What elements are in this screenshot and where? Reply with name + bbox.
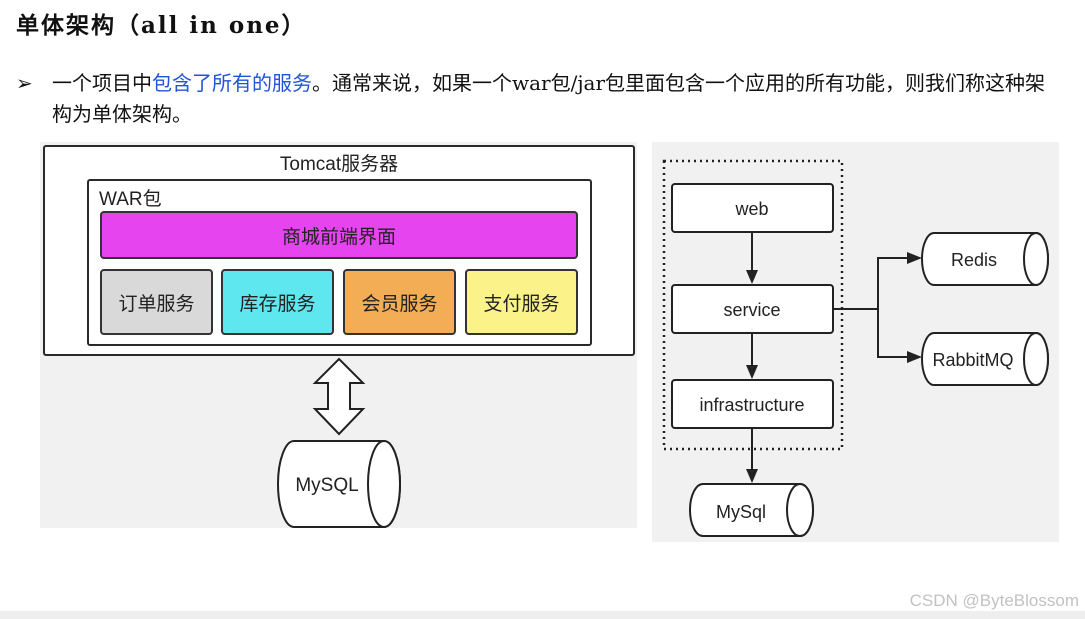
- web-layer-label: web: [734, 199, 768, 219]
- inventory-service-module: 库存服务: [221, 269, 334, 335]
- service-layer-label: service: [723, 300, 780, 320]
- bullet-arrow-icon: ➢: [16, 71, 33, 95]
- left-mysql-label: MySQL: [295, 475, 358, 496]
- infrastructure-layer-label: infrastructure: [699, 395, 804, 415]
- tomcat-server-title: Tomcat服务器: [279, 154, 399, 175]
- intro-text-post: 。通常来说，如果一个war包/jar包里面包含一个应用的所有功能，则我们称这种架…: [52, 71, 1046, 126]
- war-package-title: WAR包: [99, 189, 162, 210]
- redis-cylinder: [921, 232, 1049, 286]
- member-service-module: 会员服务: [343, 269, 456, 335]
- bidirectional-arrow-icon: [312, 357, 366, 436]
- redis-label: Redis: [951, 250, 997, 270]
- intro-text-pre: 一个项目中: [52, 71, 152, 95]
- service-to-rabbitmq-connector: [877, 309, 908, 358]
- service-to-rabbitmq-arrowhead-icon: [907, 351, 922, 363]
- bottom-strip: [0, 611, 1085, 619]
- service-to-redis-arrowhead-icon: [907, 252, 922, 264]
- intro-text-highlight: 包含了所有的服务: [152, 71, 312, 95]
- order-service-module: 订单服务: [100, 269, 213, 335]
- infra-to-mysql-arrowhead-icon: [746, 469, 758, 483]
- rabbitmq-label: RabbitMQ: [932, 350, 1013, 370]
- service-to-infra-arrowhead-icon: [746, 365, 758, 379]
- frontend-module: 商城前端界面: [100, 211, 578, 259]
- payment-service-module: 支付服务: [465, 269, 578, 335]
- watermark: CSDN @ByteBlossom: [909, 591, 1079, 610]
- page-heading: 单体架构（all in one）: [16, 12, 307, 39]
- right-mysql-label: MySql: [716, 502, 766, 522]
- rabbitmq-cylinder: [921, 332, 1049, 386]
- service-to-redis-connector: [833, 257, 908, 310]
- left-mysql-cylinder: [277, 440, 401, 528]
- right-mysql-cylinder: [689, 483, 814, 537]
- intro-text: 一个项目中包含了所有的服务。通常来说，如果一个war包/jar包里面包含一个应用…: [52, 68, 1062, 130]
- web-to-service-arrowhead-icon: [746, 270, 758, 284]
- application-boundary: [662, 159, 844, 451]
